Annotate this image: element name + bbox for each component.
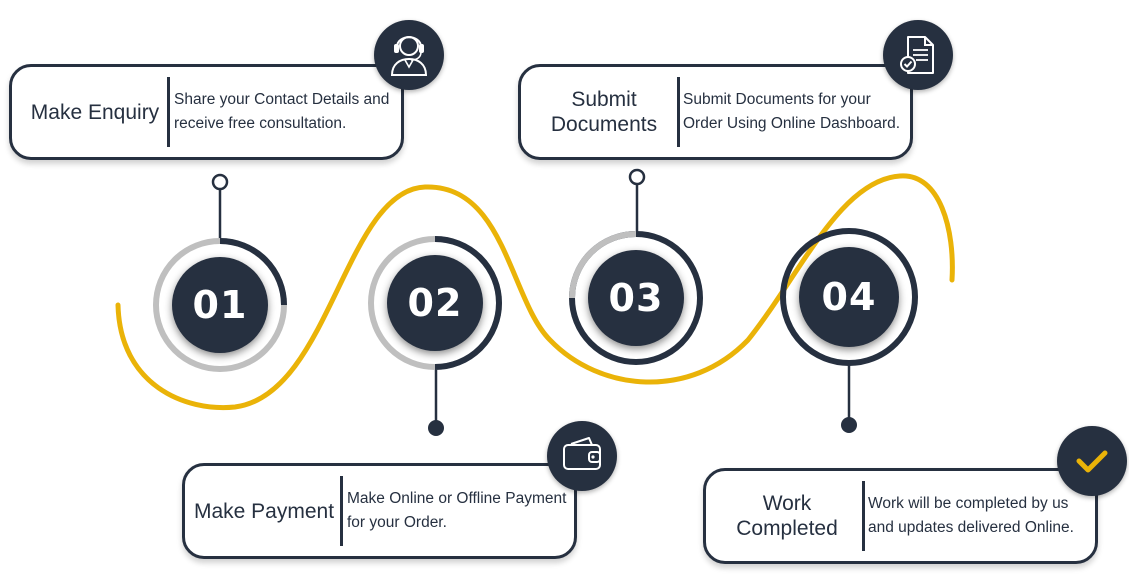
step-number-03: 03 (608, 276, 664, 320)
connector-01 (211, 173, 229, 240)
step-card-03: Submit Documents Submit Documents for yo… (518, 64, 913, 160)
step-description: Make Online or Offline Payment for your … (347, 490, 567, 531)
step-ring-02 (368, 236, 502, 370)
step-description: Submit Documents for your Order Using On… (683, 91, 901, 132)
card-divider (340, 476, 343, 546)
step-description: Work will be completed by us and updates… (868, 495, 1074, 536)
step-title: Make Enquiry (30, 100, 160, 124)
step-title: Work Completed (736, 492, 838, 540)
checkmark-icon (1057, 426, 1127, 496)
connector-04 (841, 365, 857, 433)
step-number-02: 02 (407, 281, 463, 325)
step-card-01: Make Enquiry Share your Contact Details … (9, 64, 404, 160)
step-number-01: 01 (192, 283, 248, 327)
step-title: Make Payment (193, 499, 335, 523)
step-title: Submit Documents (550, 88, 658, 136)
step-card-02: Make Payment Make Online or Offline Paym… (182, 463, 577, 559)
step-number-04: 04 (821, 275, 877, 319)
support-agent-icon (374, 20, 444, 90)
connector-03 (628, 168, 646, 234)
card-divider (862, 481, 865, 551)
wallet-icon (547, 421, 617, 491)
step-description: Share your Contact Details and receive f… (174, 91, 390, 132)
card-divider (167, 77, 170, 147)
connector-02 (428, 368, 444, 436)
step-ring-04 (780, 228, 918, 366)
wave-path (115, 173, 955, 411)
document-check-icon (883, 20, 953, 90)
card-divider (677, 77, 680, 147)
step-card-04: Work Completed Work will be completed by… (703, 468, 1098, 564)
step-ring-03 (569, 231, 703, 365)
step-ring-01 (153, 238, 287, 372)
